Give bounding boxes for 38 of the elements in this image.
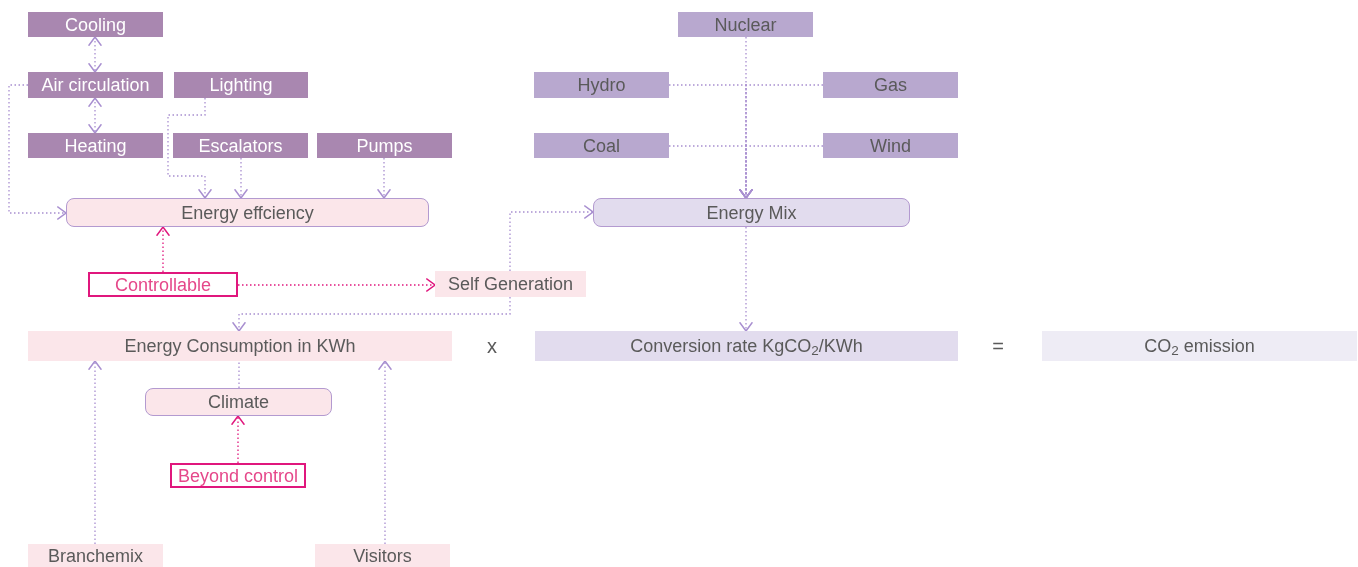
- arrow: [509, 204, 594, 272]
- arrow: [377, 360, 393, 545]
- category-box: Pumps: [317, 133, 452, 158]
- process-box: Energy effciency: [66, 198, 429, 227]
- arrow: [167, 97, 213, 199]
- process-box: Climate: [145, 388, 332, 416]
- process-box: Energy Mix: [593, 198, 910, 227]
- input-box: Visitors: [315, 544, 450, 567]
- arrow: [233, 157, 249, 199]
- source-box: Coal: [534, 133, 669, 158]
- arrow: [87, 360, 103, 545]
- operator-sign: x: [487, 334, 497, 359]
- arrow: [230, 415, 246, 464]
- factor-box: Beyond control: [170, 463, 306, 488]
- result-box: CO$_{2}$ emission: [1042, 331, 1357, 361]
- arrow: [231, 296, 511, 332]
- arrow: [8, 84, 67, 221]
- source-box: Nuclear: [678, 12, 813, 37]
- source-box: Hydro: [534, 72, 669, 98]
- arrow: [87, 36, 103, 73]
- arrow: [376, 157, 392, 199]
- category-box: Escalators: [173, 133, 308, 158]
- category-box: Cooling: [28, 12, 163, 37]
- factor-box: Self Generation: [435, 271, 586, 297]
- factor-box: Controllable: [88, 272, 238, 297]
- category-box: Lighting: [174, 72, 308, 98]
- result-box: Energy Consumption in KWh: [28, 331, 452, 361]
- input-box: Branchemix: [28, 544, 163, 567]
- source-box: Gas: [823, 72, 958, 98]
- result-box: Conversion rate KgCO$_{2}$/KWh: [535, 331, 958, 361]
- category-box: Air circulation: [28, 72, 163, 98]
- operator-sign: =: [992, 334, 1004, 359]
- arrow: [155, 226, 171, 273]
- source-box: Wind: [823, 133, 958, 158]
- arrow: [87, 97, 103, 134]
- arrow: [738, 226, 754, 332]
- category-box: Heating: [28, 133, 163, 158]
- arrow: [738, 145, 824, 199]
